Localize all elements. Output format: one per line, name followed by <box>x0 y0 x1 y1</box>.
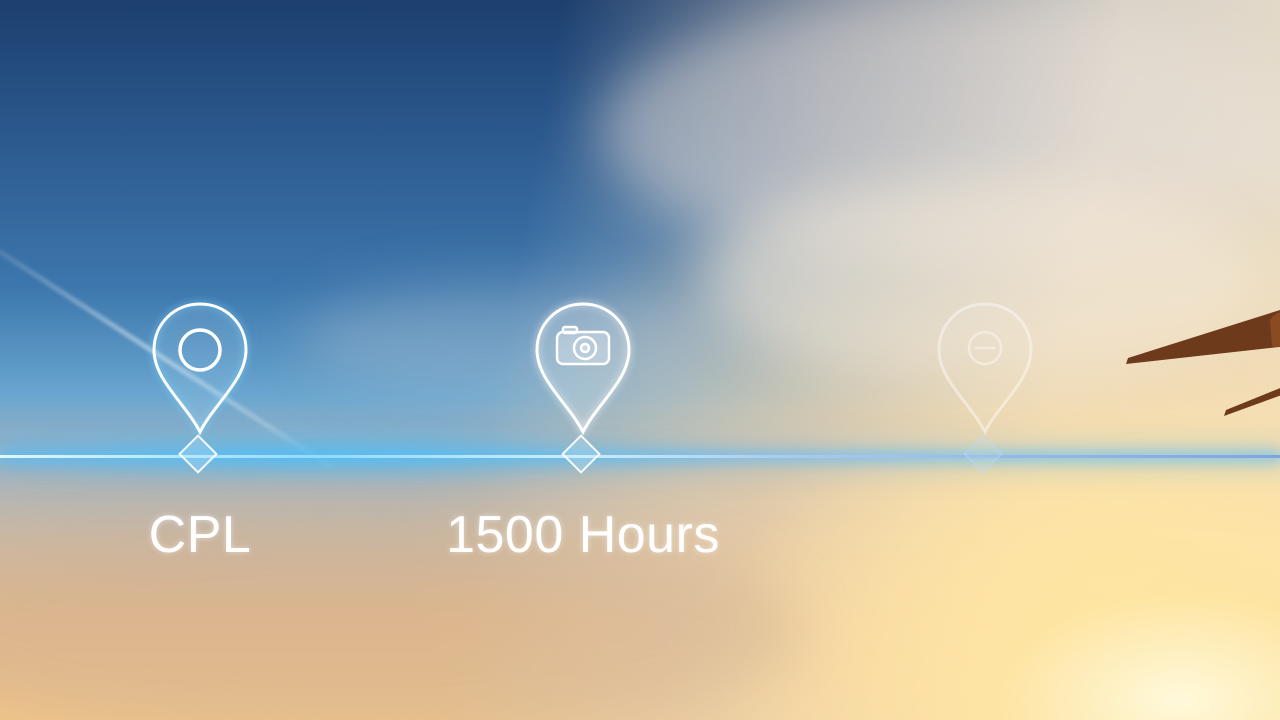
faded-icon <box>967 330 1003 366</box>
timeline-line <box>0 455 1280 458</box>
cloud-bank <box>300 280 720 400</box>
camera-icon <box>555 325 611 366</box>
airplane-icon <box>1126 310 1280 416</box>
map-pin-icon <box>535 302 631 436</box>
milestone-marker <box>561 434 601 474</box>
milestone-marker <box>963 434 1003 474</box>
milestone-label: CPL <box>148 506 252 564</box>
target-circle-icon <box>178 328 222 372</box>
milestone-upcoming[interactable] <box>835 300 1135 570</box>
milestone-cpl[interactable]: CPL <box>50 300 350 570</box>
cloud-bank <box>0 520 800 720</box>
milestone-1500-hours[interactable]: 1500 Hours <box>433 300 733 570</box>
milestone-marker <box>178 434 218 474</box>
map-pin-icon <box>152 302 248 436</box>
map-pin-icon <box>937 302 1033 436</box>
milestone-label: 1500 Hours <box>446 506 720 564</box>
